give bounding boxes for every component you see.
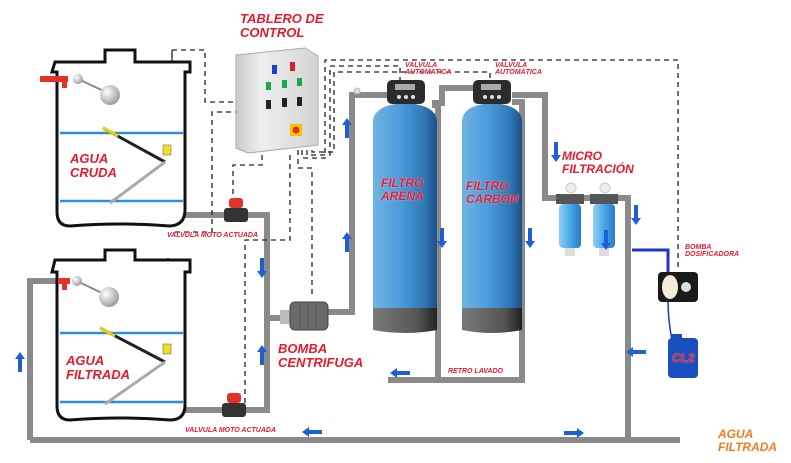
flow-arrow-down-icon	[525, 228, 535, 248]
centrifugal-pump	[280, 301, 329, 331]
pipe-sand-inner	[432, 102, 441, 378]
flow-arrows	[15, 118, 646, 438]
filtered-water-tank	[50, 248, 192, 422]
flow-arrow-left-icon	[390, 368, 410, 378]
pipe-pump-to-sand	[325, 92, 390, 315]
control-panel-label: TABLERO DE CONTROL	[240, 12, 324, 39]
control-panel-label-line2: CONTROL	[240, 24, 305, 40]
chlorine-label: CL2	[672, 351, 695, 365]
auto-valve-sand-label-line2: AUTOMATICA	[405, 69, 452, 77]
dosing-line	[632, 248, 670, 275]
sand-filter-label: FILTRO ARENA	[381, 177, 424, 202]
inlet-valve-icon	[40, 76, 68, 82]
centrifugal-pump-label-line2: CENTRIFUGA	[278, 354, 364, 370]
pipe-sand-to-carbon	[432, 85, 476, 106]
motor-valve-top	[224, 198, 248, 222]
auto-valve-sand-label: VALVULA AUTOMATICA	[405, 62, 451, 77]
flow-arrow-down-icon	[551, 142, 561, 162]
control-panel-label-line1: TABLERO DE	[240, 11, 324, 26]
raw-water-label-line2: CRUDA	[70, 164, 117, 180]
carbon-filter	[462, 80, 522, 333]
micro-filter-2	[590, 182, 618, 256]
carbon-filter-label: FILTRO CARBON	[466, 180, 519, 205]
micro-filtration-label-line2: FILTRACIÓN	[562, 161, 634, 176]
flow-arrow-up-icon	[257, 345, 267, 365]
flow-arrow-down-icon	[631, 205, 641, 225]
flow-arrow-up-icon	[15, 352, 25, 372]
motor-valve-bottom	[222, 393, 246, 417]
dosing-pump-label-line2: DOSIFICADORA	[685, 251, 740, 259]
pipe-filtered-outlet	[185, 318, 270, 413]
control-wiring	[172, 49, 679, 405]
filtered-water-label-line2: FILTRADA	[66, 366, 131, 382]
auto-valve-carbon-label: VALVULA AUTOMÁTICA	[495, 62, 542, 77]
motor-valve-bottom-label: VALVULA MOTO ACTUADA	[185, 427, 276, 434]
raw-water-label-line1: AGUA	[70, 151, 109, 166]
dosing-pump	[658, 272, 698, 302]
float-ball-icon	[100, 85, 120, 105]
auto-valve-carbon-label-line1: VALVULA	[495, 62, 528, 69]
flow-arrow-down-icon	[437, 228, 447, 248]
pipe-return-left	[27, 278, 60, 440]
auto-valve-carbon-label-line2: AUTOMÁTICA	[495, 69, 542, 77]
centrifugal-pump-label: BOMBA CENTRIFUGA	[278, 342, 363, 369]
flow-arrow-up-icon	[342, 118, 352, 138]
carbon-filter-label-line1: FILTRO	[466, 179, 509, 193]
raw-water-tank	[40, 48, 192, 228]
pipes	[27, 85, 680, 443]
pipe-raw-outlet	[185, 212, 285, 321]
flow-arrow-down-icon	[257, 258, 267, 278]
pipe-carbon-out	[512, 92, 560, 201]
filtered-water-label-line1: AGUA	[66, 353, 105, 368]
dosing-pump-label-line1: BOMBA	[685, 244, 712, 251]
sand-filter-label-line1: FILTRO	[381, 176, 424, 190]
flow-arrow-left-icon	[302, 427, 322, 437]
auto-valve-sand-label-line1: VALVULA	[405, 62, 438, 69]
dosing-pump-label: BOMBA DOSIFICADORA	[685, 244, 739, 259]
flow-arrow-right-icon	[564, 428, 584, 438]
raw-water-label: AGUA CRUDA	[70, 152, 117, 179]
flow-arrow-down-icon	[601, 230, 611, 250]
micro-filtration-label: MICRO FILTRACIÓN	[562, 150, 634, 175]
output-label-line2: FILTRADA	[718, 439, 778, 454]
backwash-label: RETRO LAVADO	[448, 368, 503, 375]
flow-arrow-up-icon	[342, 232, 352, 252]
micro-filter-1	[556, 182, 584, 256]
output-label-line1: AGUA	[718, 427, 754, 441]
carbon-filter-label-line2: CARBON	[466, 191, 519, 206]
level-switch-icon	[162, 144, 172, 156]
chlorine-drum	[668, 334, 698, 378]
chlorine-tube	[667, 299, 673, 341]
micro-filtration-label-line1: MICRO	[562, 149, 602, 163]
control-panel	[235, 47, 319, 154]
sand-filter-label-line2: ARENA	[381, 188, 424, 203]
output-filtered-water-label: AGUA FILTRADA	[718, 428, 777, 453]
centrifugal-pump-label-line1: BOMBA	[278, 341, 328, 356]
flow-arrow-left-icon	[626, 347, 646, 357]
sand-filter	[353, 80, 437, 333]
motor-valve-top-label: VALVULA MOTO ACTUADA	[167, 232, 258, 239]
filtered-water-label: AGUA FILTRADA	[66, 354, 130, 381]
